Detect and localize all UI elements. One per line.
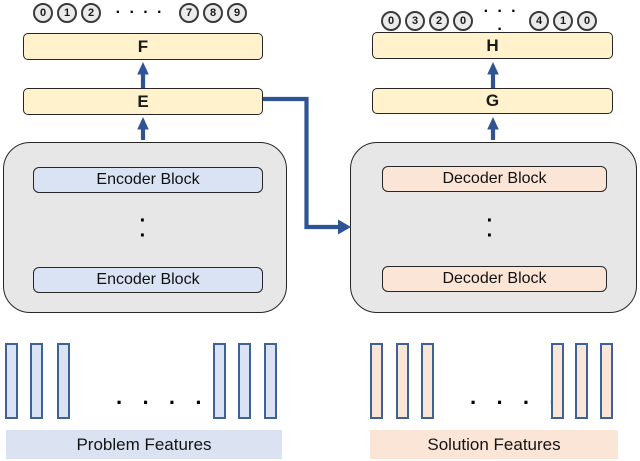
decoder-embedding-box-g: G (372, 88, 613, 114)
token-circle: 0 (577, 11, 597, 31)
token-circle: 7 (179, 3, 199, 23)
problem-feature-bar (5, 343, 18, 419)
solution-feature-bar (575, 343, 588, 419)
encoder-block-top: Encoder Block (33, 167, 263, 193)
decoder-token-row: 0 3 2 0 · · · · 4 1 0 (381, 3, 605, 39)
decoder-block-top: Decoder Block (382, 166, 607, 192)
token-circle: 3 (405, 11, 425, 31)
token-circle: 4 (529, 11, 549, 31)
token-circle: 0 (381, 11, 401, 31)
problem-feature-bar (213, 343, 226, 419)
encoder-block-bottom: Encoder Block (33, 267, 263, 293)
arrow-encoder-to-e (137, 117, 149, 140)
token-circle: 8 (203, 3, 223, 23)
problem-feature-bar (264, 343, 277, 419)
token-circle: 0 (453, 11, 473, 31)
encoder-vertical-ellipsis: · · (139, 210, 147, 247)
token-circle: 0 (33, 3, 53, 23)
problem-feature-bar (30, 343, 43, 419)
arrow-decoder-to-g (487, 117, 499, 140)
encoder-token-row: 0 1 2 · · · · 7 8 9 (33, 3, 253, 23)
decoder-vertical-ellipsis: · · (486, 210, 494, 247)
solution-features-label: Solution Features (370, 430, 618, 459)
ellipsis-horizontal: · · · · (115, 4, 165, 21)
token-circle: 2 (429, 11, 449, 31)
ellipsis-horizontal: · · · · (470, 390, 561, 415)
arrow-e-to-f (137, 62, 149, 88)
encoder-output-box-f: F (23, 33, 263, 60)
decoder-block-bottom: Decoder Block (382, 266, 607, 292)
token-circle: 1 (57, 3, 77, 23)
solution-feature-bar (370, 343, 383, 419)
problem-feature-bar (238, 343, 251, 419)
token-circle: 2 (81, 3, 101, 23)
ellipsis-horizontal: · · · · (116, 390, 207, 415)
encoder-embedding-box-e: E (23, 88, 263, 115)
decoder-output-box-h: H (372, 32, 613, 59)
token-circle: 1 (553, 11, 573, 31)
token-circle: 9 (227, 3, 247, 23)
solution-feature-bar (551, 343, 564, 419)
problem-features-label: Problem Features (6, 430, 282, 459)
ellipsis-horizontal: · · · · (483, 3, 519, 38)
solution-feature-bar (396, 343, 409, 419)
arrow-g-to-h (487, 62, 499, 88)
problem-feature-bar (57, 343, 70, 419)
solution-feature-bar (600, 343, 613, 419)
solution-feature-bar (421, 343, 434, 419)
